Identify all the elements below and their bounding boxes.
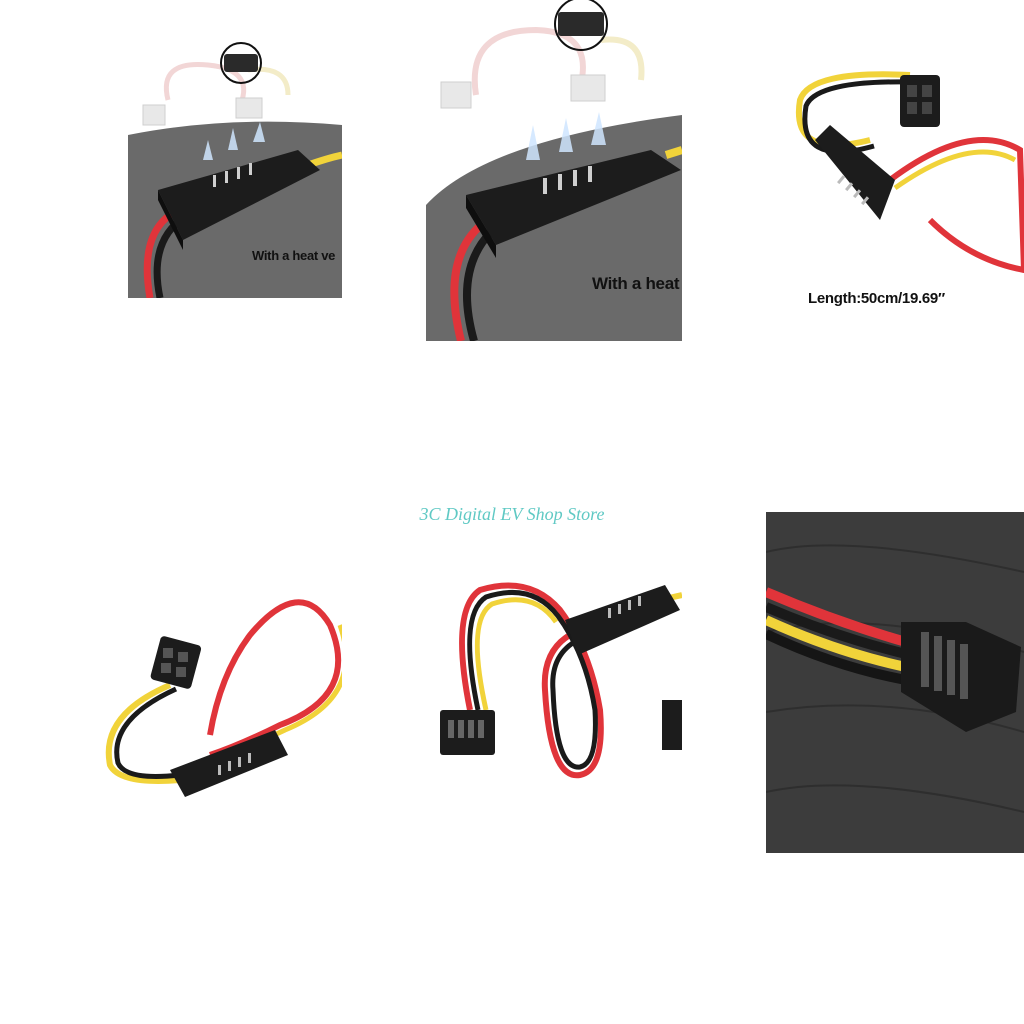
product-image-heat-vent-2: With a heat (426, 0, 682, 341)
product-image-sata-closeup (766, 512, 1024, 853)
store-watermark: 3C Digital EV Shop Store (419, 504, 605, 524)
product-image-6pin-cable (100, 585, 342, 815)
caption-heat-vent-2: With a heat (592, 274, 680, 293)
caption-length: Length:50cm/19.69″ (808, 290, 945, 307)
caption-heat-vent: With a heat ve (252, 248, 336, 263)
product-image-length: Length:50cm/19.69″ (770, 40, 1024, 320)
product-image-sata-loop (430, 570, 682, 790)
product-image-heat-vent-1: With a heat ve (128, 40, 342, 298)
